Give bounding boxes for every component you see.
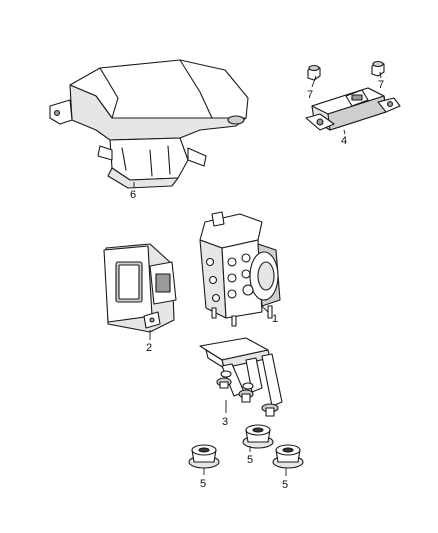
leader-lines: [133, 71, 382, 476]
callout-5-right: 5: [282, 479, 288, 491]
part-3-bracket: [199, 337, 283, 417]
part-7-nut-right: [371, 60, 385, 77]
part-5-grommet-left: [188, 444, 220, 469]
callout-7-left: 7: [307, 89, 313, 101]
part-5-grommet-middle: [242, 424, 274, 449]
callout-2: 2: [146, 342, 152, 354]
callout-6: 6: [130, 189, 136, 201]
part-4-sensor-module: [305, 87, 401, 131]
callout-3: 3: [222, 416, 228, 428]
part-7-nut-left: [307, 64, 321, 81]
part-2-control-module: [103, 243, 177, 333]
callout-7-right: 7: [378, 79, 384, 91]
part-1-hydraulic-unit: [199, 211, 281, 327]
callout-4: 4: [341, 135, 347, 147]
callout-5-middle: 5: [247, 454, 253, 466]
callout-1: 1: [272, 313, 278, 325]
callouts: 6 7 7 4 1 2 3 5 5 5: [130, 79, 384, 491]
part-6-cover: [49, 59, 249, 189]
callout-5-left: 5: [200, 478, 206, 490]
part-5-grommet-right: [272, 444, 304, 469]
